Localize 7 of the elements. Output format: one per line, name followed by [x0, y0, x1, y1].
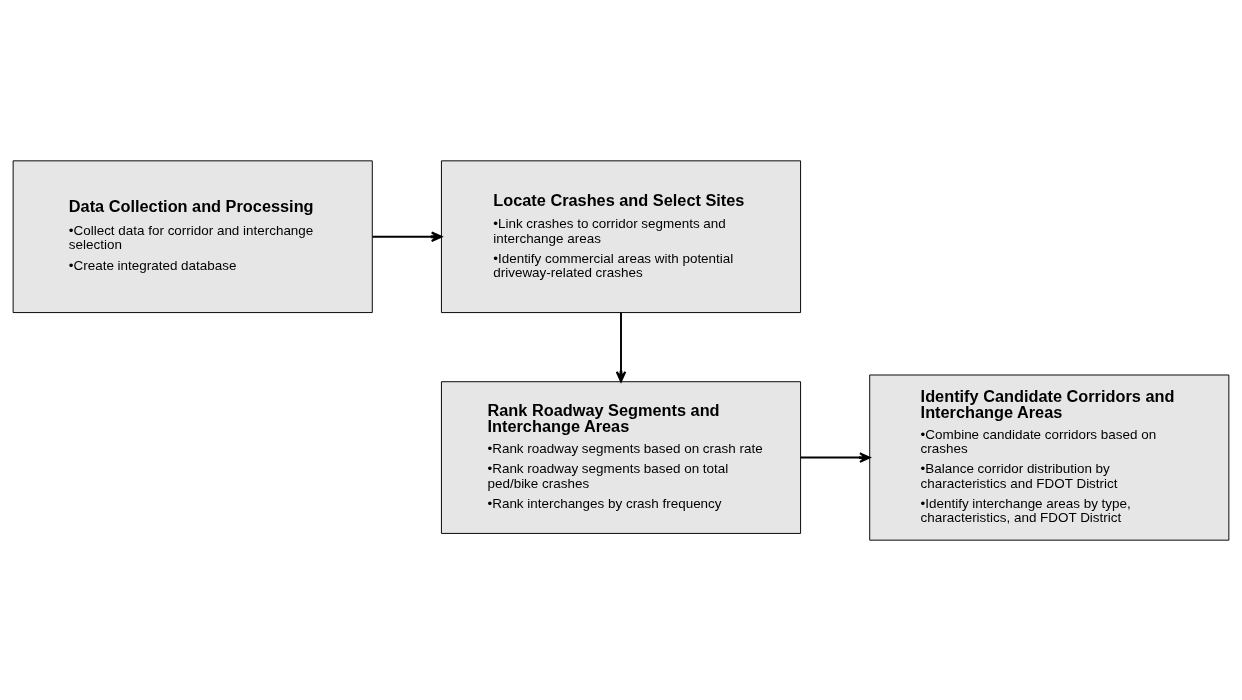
- node-box: Data Collection and Processing •Collect data for corridor and interchange selection •Create integrated database: [12, 159, 373, 313]
- node-box: Identify Candidate Corridors and Interchange Areas •Combine candidate corridors based on crashes •Balance corridor distribution by characteristics and FDOT District •Identify interchange areas by type, characteristics, and FDOT District: [869, 374, 1230, 541]
- node-box: Rank Roadway Segments and Interchange Areas •Rank roadway segments based on crash rate •Rank roadway segments based on total ped/bike crashes •Rank interchanges by crash frequency: [440, 380, 802, 534]
- arrow: [371, 230, 443, 242]
- arrow: [799, 451, 871, 463]
- arrow: [615, 311, 627, 382]
- node-box: Locate Crashes and Select Sites •Link crashes to corridor segments and interchange areas •Identify commercial areas with potential driveway-related crashes: [440, 159, 802, 313]
